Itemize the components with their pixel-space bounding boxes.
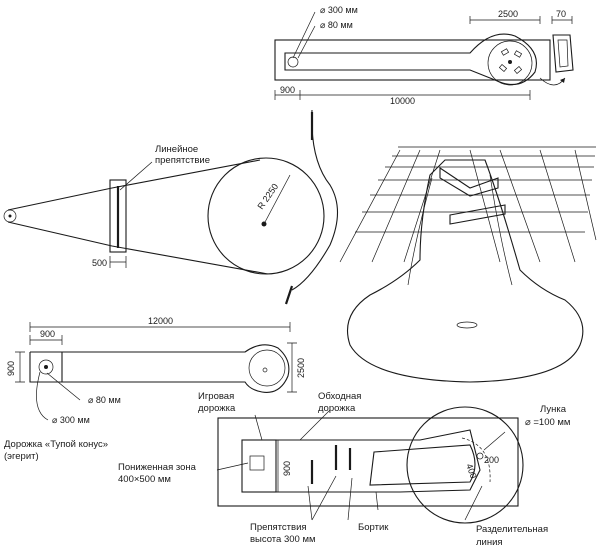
lower-dim-900: 900	[40, 329, 55, 339]
detail-dim-400: 400	[464, 462, 479, 480]
top-dim-lines	[274, 16, 573, 100]
top-side-block	[552, 34, 574, 73]
detail-leaders	[216, 409, 506, 521]
lower-cup	[262, 367, 268, 373]
lower-plan: 12000 900 900 2500 ⌀ 80 мм ⌀ 300 мм Доро…	[4, 316, 306, 462]
lower-leaders	[36, 371, 81, 421]
top-hole-circle	[487, 40, 533, 86]
middle-plan: R 2250 Линейное препятствие 500	[3, 144, 325, 275]
detail-dim-900: 900	[282, 461, 292, 476]
divider-1: Разделительная	[476, 524, 548, 535]
mid-dim-lines	[109, 256, 127, 268]
lowered-2: 400×500 мм	[118, 474, 171, 485]
top-plan: 2500 70 900 10000 ⌀ 300 мм ⌀ 80 мм	[274, 5, 574, 106]
cone-green	[207, 157, 325, 275]
top-arrow	[539, 77, 566, 86]
lower-dim-lines	[15, 322, 297, 393]
bypass-track	[276, 429, 481, 493]
lower-dim-900-vert: 900	[6, 361, 16, 376]
top-target-dia: ⌀ 80 мм	[320, 20, 353, 30]
mid-dim-500: 500	[92, 258, 107, 268]
top-arrow-head	[560, 78, 565, 83]
obstacle-frame	[109, 179, 127, 253]
divider-2: линия	[476, 537, 503, 548]
grid	[339, 146, 597, 263]
obstacles	[310, 445, 352, 484]
lower-dim-2500-vert: 2500	[296, 358, 306, 378]
detail-plan: Игровая дорожка Обходная дорожка Понижен…	[118, 391, 570, 548]
top-obstacle-3	[498, 64, 508, 72]
radius-line	[263, 174, 291, 225]
top-dim-900: 900	[280, 85, 295, 95]
bypass-1: Обходная	[318, 391, 361, 402]
cone-outline	[7, 159, 269, 275]
top-hole-dia: ⌀ 300 мм	[320, 5, 358, 15]
lower-tee	[38, 359, 54, 375]
play-track-2: дорожка	[198, 403, 236, 414]
cone-tip-dot	[8, 214, 12, 218]
lower-title-1: Дорожка «Тупой конус»	[4, 439, 108, 450]
course-inner	[407, 174, 513, 286]
radius-label: R 2250	[255, 182, 280, 212]
cup-3d	[456, 321, 478, 329]
lower-target-dia: ⌀ 80 мм	[88, 395, 121, 405]
top-obstacle-1	[500, 48, 510, 56]
cone-tip	[3, 209, 17, 223]
lowered-zone	[249, 455, 265, 471]
top-tee-circle	[287, 56, 299, 68]
obstacle-label-2: препятствие	[155, 155, 210, 166]
top-side-block-inner	[557, 39, 569, 68]
detail-green	[406, 406, 524, 524]
lowered-1: Пониженная зона	[118, 462, 197, 473]
obstacles-1: Препятствия	[250, 522, 307, 533]
obstacle-label-1: Линейное	[155, 144, 198, 155]
obstacle-3d-1	[439, 166, 499, 197]
inner-border	[369, 444, 476, 486]
top-leaders	[292, 11, 316, 59]
connector-curve	[291, 109, 338, 291]
bypass-2: дорожка	[318, 403, 356, 414]
lower-hole-dia: ⌀ 300 мм	[52, 415, 90, 425]
detail-cup	[476, 452, 484, 460]
top-dim-2500: 2500	[498, 9, 518, 19]
hole-1: Лунка	[540, 404, 567, 415]
hole-2: ⌀ =100 мм	[525, 417, 570, 428]
lower-green	[248, 349, 286, 387]
play-track-1: Игровая	[198, 391, 234, 402]
top-obstacle-4	[513, 66, 523, 74]
lower-tee-dot	[44, 365, 48, 369]
top-obstacle-2	[513, 50, 523, 58]
top-dim-10000: 10000	[390, 96, 415, 106]
detail-dim-200: 200	[484, 455, 499, 465]
perspective-view	[339, 146, 597, 383]
border-label: Бортик	[358, 522, 389, 533]
obstacle-leader	[119, 161, 153, 191]
play-track	[241, 439, 277, 493]
top-dim-70: 70	[556, 9, 566, 19]
obstacles-2: высота 300 мм	[250, 534, 316, 545]
obstacle-3d-2	[449, 204, 506, 225]
lower-track	[29, 344, 290, 393]
connector-heavy-bottom	[284, 285, 294, 305]
lower-dim-12000: 12000	[148, 316, 173, 326]
top-cup	[508, 60, 512, 64]
course-outline	[346, 159, 584, 383]
detail-frame	[217, 417, 519, 507]
top-plan-border	[274, 39, 551, 81]
top-track	[284, 33, 537, 86]
lower-title-2: (эгерит)	[4, 451, 39, 462]
divider-line	[461, 437, 491, 483]
